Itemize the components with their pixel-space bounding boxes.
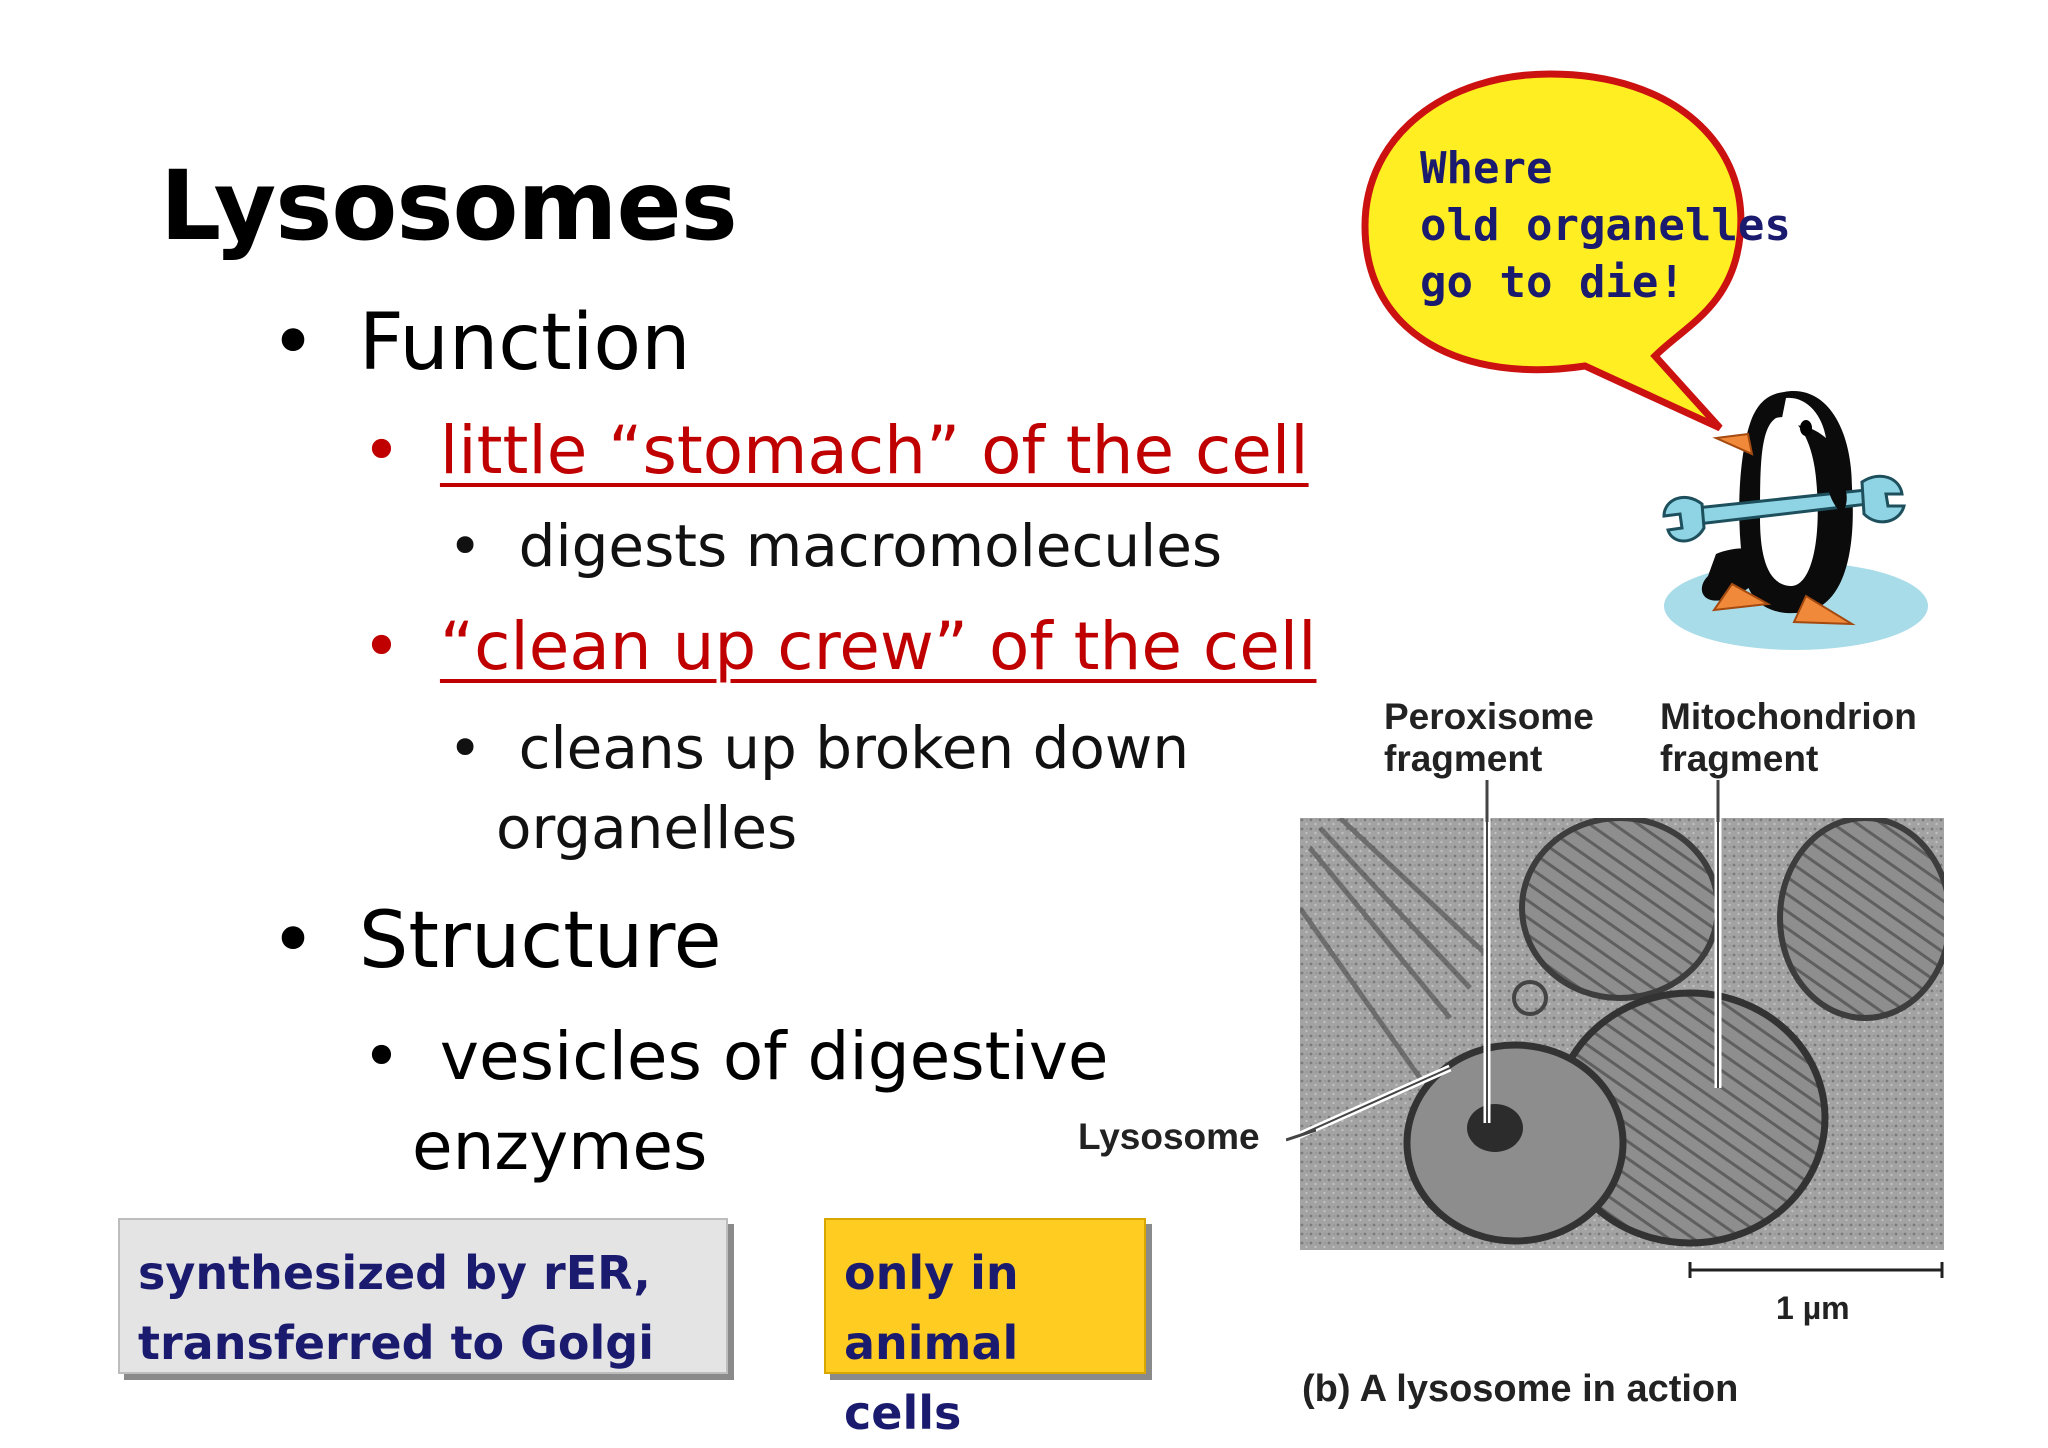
figure-label-mitochondrion-line2: fragment <box>1660 738 1819 779</box>
figure-label-peroxisome-line1: Peroxisome <box>1384 696 1594 737</box>
bullet-digests: • digests macromolecules <box>448 512 1222 580</box>
figure-leader-lines <box>1485 780 1720 822</box>
speech-bubble-line1: Where <box>1420 143 1553 194</box>
bullet-vesicles-line2: enzymes <box>412 1108 708 1185</box>
note-synthesized-line2: transferred to Golgi <box>138 1316 654 1370</box>
bullet-little-stomach-label: little “stomach” of the cell <box>439 412 1309 489</box>
bullet-cleans-up-line2: organelles <box>496 794 798 862</box>
figure-label-mitochondrion: Mitochondrion fragment <box>1660 696 1917 780</box>
bullet-cleans-up-line1: cleans up broken down <box>518 714 1190 782</box>
note-synthesized: synthesized by rER, transferred to Golgi <box>118 1218 728 1374</box>
bullet-vesicles: • vesicles of digestive enzymes <box>362 1012 1109 1192</box>
figure-label-peroxisome: Peroxisome fragment <box>1384 696 1594 780</box>
note-animal-cells: only in animal cells <box>824 1218 1146 1440</box>
bullet-function: • Function <box>270 298 691 388</box>
speech-bubble-line2: old organelles <box>1420 200 1791 251</box>
figure-label-mitochondrion-line1: Mitochondrion <box>1660 696 1917 737</box>
wrench-icon <box>1662 474 1906 543</box>
note-animal-cells-line2: animal cells <box>844 1316 1019 1440</box>
speech-bubble-line3: go to die! <box>1420 257 1685 308</box>
bullet-little-stomach: • little “stomach” of the cell <box>362 412 1309 489</box>
figure-lysosome-leader <box>1286 1128 1316 1142</box>
note-synthesized-line1: synthesized by rER, <box>138 1246 651 1300</box>
slide-title: Lysosomes <box>160 150 738 262</box>
bullet-dot: • <box>362 608 401 685</box>
micrograph-image <box>1300 818 1944 1250</box>
bullet-clean-up-crew: • “clean up crew” of the cell <box>362 608 1316 685</box>
note-animal-cells-line1: only in <box>844 1246 1019 1300</box>
figure-label-lysosome: Lysosome <box>1078 1116 1260 1157</box>
bullet-dot: • <box>362 412 401 489</box>
bullet-vesicles-line1: vesicles of digestive <box>439 1018 1109 1095</box>
bullet-dot: • <box>270 896 317 986</box>
penguin-mascot-icon <box>1662 391 1928 650</box>
bullet-clean-up-crew-label: “clean up crew” of the cell <box>439 608 1317 685</box>
bullet-dot: • <box>270 298 317 388</box>
figure-label-peroxisome-line2: fragment <box>1384 738 1543 779</box>
bullet-function-label: Function <box>358 298 691 388</box>
bullet-structure-label: Structure <box>358 896 722 986</box>
bullet-cleans-up: • cleans up broken down organelles <box>448 708 1189 868</box>
bullet-structure: • Structure <box>270 896 722 986</box>
bullet-dot: • <box>448 714 483 782</box>
speech-bubble <box>1361 70 1745 432</box>
scale-bar <box>1688 1262 1944 1278</box>
figure-caption: (b) A lysosome in action <box>1302 1368 1739 1410</box>
scale-bar-label: 1 µm <box>1776 1290 1850 1326</box>
bullet-dot: • <box>448 512 483 580</box>
speech-bubble-text: Where old organelles go to die! <box>1420 140 1791 311</box>
bullet-dot: • <box>362 1018 401 1095</box>
bullet-digests-label: digests macromolecules <box>518 512 1223 580</box>
